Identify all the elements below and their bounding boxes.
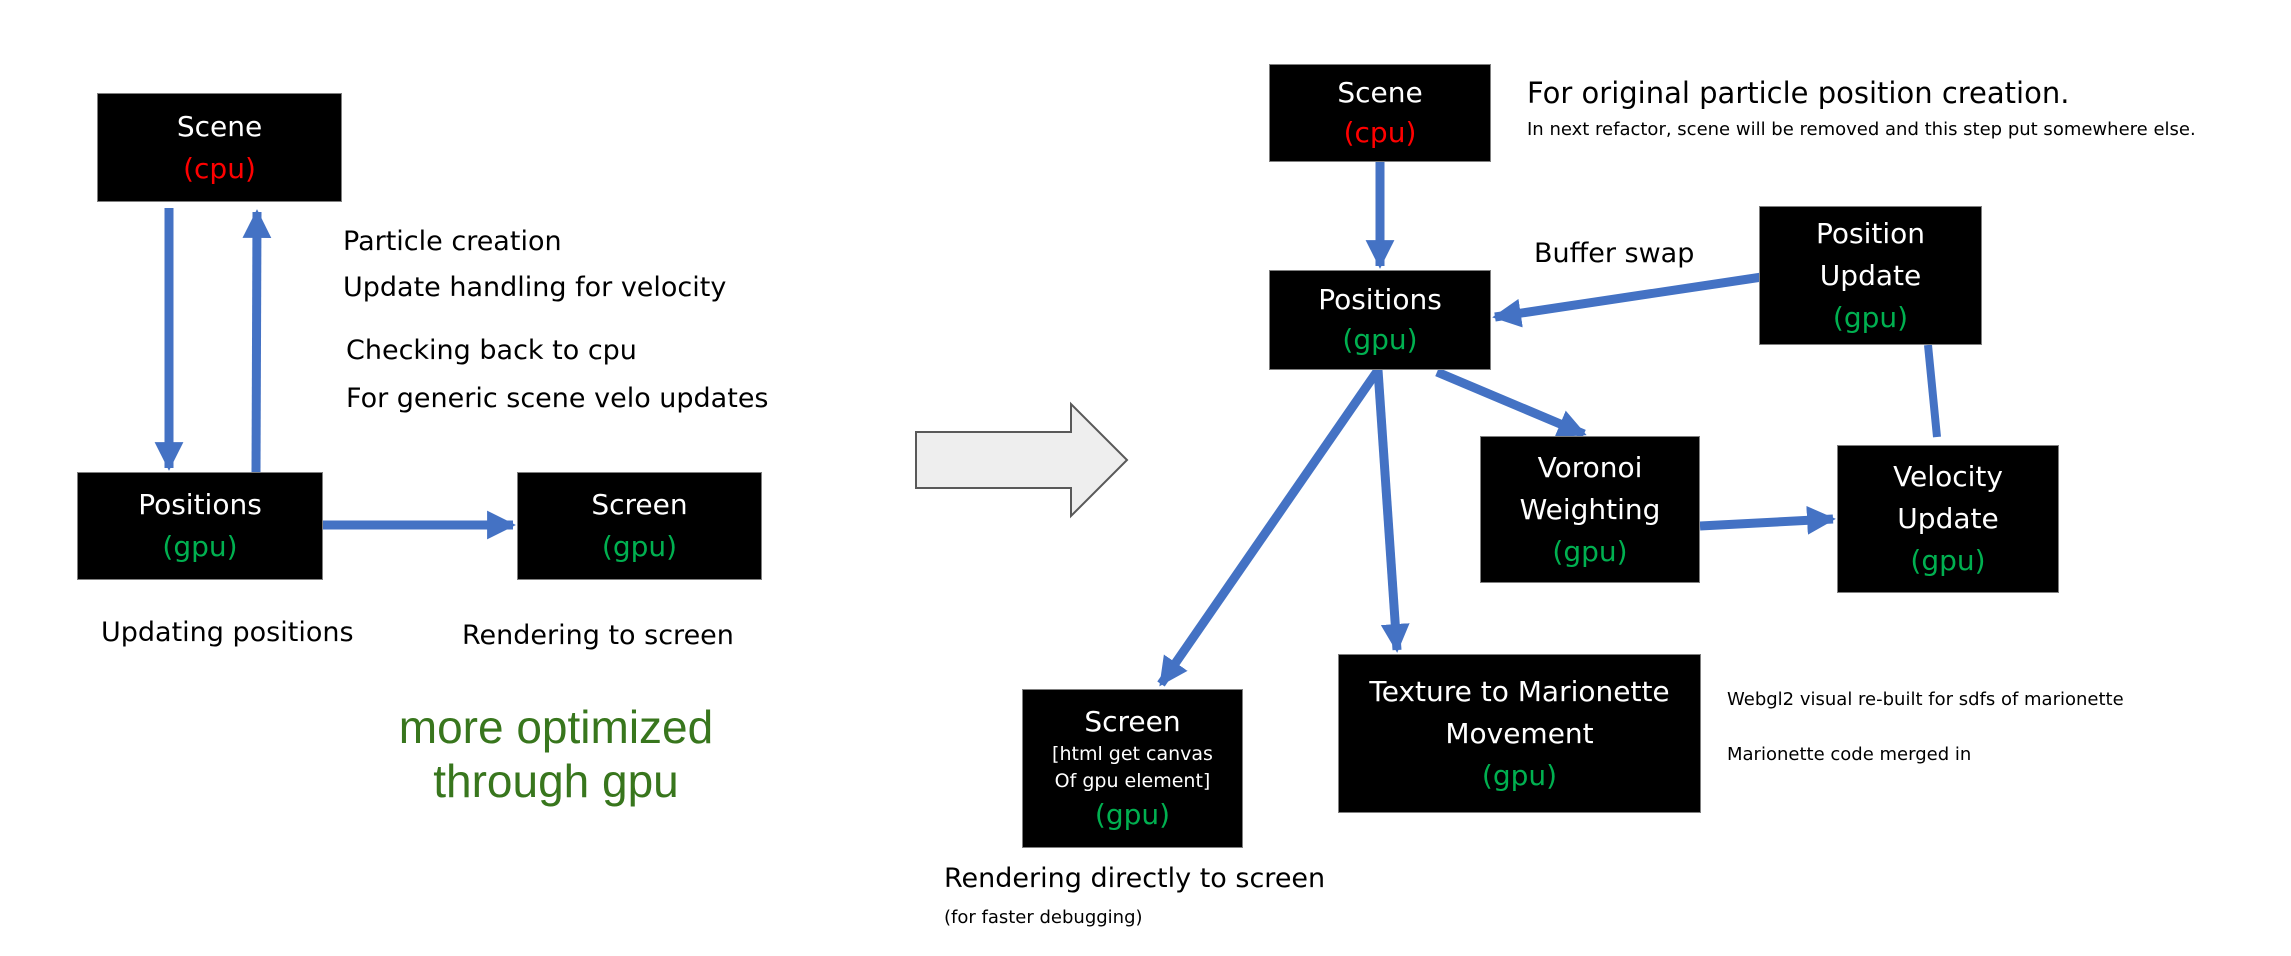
edge-velocity-to-position-update	[1924, 344, 1941, 438]
highlight-note: more optimized through gpu	[372, 700, 740, 808]
node-subtitle-line-1: [html get canvas	[1052, 742, 1213, 765]
node-title: Scene	[1337, 76, 1423, 109]
note-marionette-merged: Marionette code merged in	[1727, 744, 1972, 765]
node-position-update: Position Update (gpu)	[1759, 206, 1982, 345]
node-title: Positions	[138, 488, 262, 521]
gpu-tag: (gpu)	[1910, 544, 1986, 577]
note-updating-positions: Updating positions	[101, 617, 354, 648]
note-scene-main: For original particle position creation.	[1527, 76, 2070, 110]
edge-positions-to-screen	[1157, 367, 1382, 687]
node-left-scene: Scene (cpu)	[97, 93, 342, 202]
node-title: Positions	[1318, 283, 1442, 316]
gpu-tag: (gpu)	[1342, 323, 1418, 356]
node-left-screen: Screen (gpu)	[517, 472, 762, 580]
note-checking-back: Checking back to cpu	[346, 335, 637, 366]
edge-buffer-swap	[1492, 272, 1763, 328]
node-title: Scene	[176, 109, 263, 143]
node-title-line-2: Update	[1819, 258, 1922, 292]
node-voronoi-weighting: Voronoi Weighting (gpu)	[1480, 436, 1700, 583]
gpu-tag: (gpu)	[1481, 758, 1558, 792]
node-right-scene: Scene (cpu)	[1269, 64, 1491, 162]
gpu-tag: (gpu)	[1094, 797, 1171, 831]
note-rendering-to-screen: Rendering to screen	[462, 620, 734, 651]
note-generic-updates: For generic scene velo updates	[346, 383, 769, 414]
edge-label-buffer-swap: Buffer swap	[1534, 238, 1695, 269]
node-title: Screen	[1084, 704, 1181, 738]
gpu-tag: (gpu)	[1832, 300, 1909, 334]
cpu-tag: (cpu)	[1343, 116, 1417, 149]
node-title-line-2: Update	[1897, 502, 1999, 535]
node-title-line-1: Position	[1815, 216, 1926, 250]
node-texture-to-marionette: Texture to Marionette Movement (gpu)	[1338, 654, 1701, 813]
note-rendering-directly: Rendering directly to screen	[944, 863, 1326, 894]
node-title: Screen	[591, 488, 688, 521]
note-update-handling: Update handling for velocity	[343, 272, 727, 303]
gpu-tag: (gpu)	[601, 530, 678, 563]
note-webgl2: Webgl2 visual re-built for sdfs of mario…	[1727, 689, 2124, 710]
node-title-line-2: Weighting	[1519, 492, 1661, 526]
highlight-line-1: more optimized	[398, 701, 714, 753]
gpu-tag: (gpu)	[162, 530, 238, 563]
highlight-line-2: through gpu	[433, 755, 679, 807]
edge-left-positions-to-scene	[242, 209, 272, 473]
edge-positions-to-voronoi	[1435, 367, 1587, 439]
cpu-tag: (cpu)	[183, 151, 256, 185]
node-title-line-2: Movement	[1445, 716, 1594, 750]
edge-voronoi-to-velocity	[1699, 505, 1836, 535]
edge-positions-to-texture	[1373, 369, 1410, 653]
note-scene-sub: In next refactor, scene will be removed …	[1527, 119, 2196, 140]
node-title-line-1: Texture to Marionette	[1369, 674, 1670, 708]
node-title-line-1: Voronoi	[1537, 450, 1643, 484]
gpu-tag: (gpu)	[1552, 534, 1628, 568]
node-velocity-update: Velocity Update (gpu)	[1837, 445, 2059, 593]
node-subtitle-line-2: Of gpu element]	[1054, 769, 1211, 792]
node-right-screen: Screen [html get canvas Of gpu element] …	[1022, 689, 1243, 848]
node-left-positions: Positions (gpu)	[77, 472, 323, 580]
note-particle-creation: Particle creation	[343, 226, 562, 257]
note-faster-debugging: (for faster debugging)	[944, 907, 1143, 928]
node-right-positions: Positions (gpu)	[1269, 270, 1491, 370]
transition-arrow-icon	[915, 401, 1129, 519]
node-title-line-1: Velocity	[1893, 460, 2003, 493]
